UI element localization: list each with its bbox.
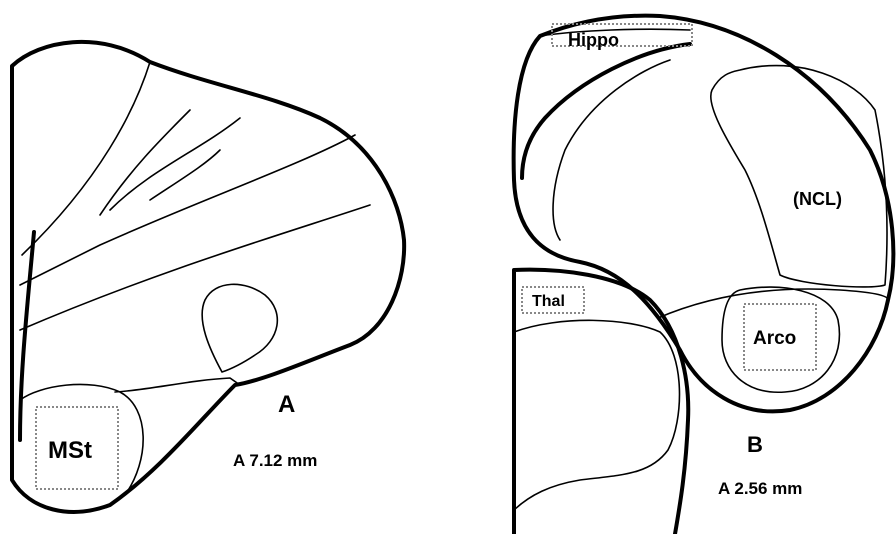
internal-arc	[553, 60, 670, 240]
lamina-line-3	[100, 110, 190, 215]
panel-a: MSt A A 7.12 mm	[12, 42, 404, 512]
panel-b-letter: B	[747, 432, 763, 457]
panel-a-letter: A	[278, 391, 295, 418]
lamina-line-1	[22, 62, 150, 255]
panel-b: Hippo (NCL) Thal Arco B A 2.56 mm	[514, 16, 894, 534]
lamina-line-2	[20, 135, 355, 285]
teardrop-region	[202, 284, 277, 372]
hippo-curve	[522, 44, 690, 178]
ncl-label: (NCL)	[793, 189, 842, 209]
ncl-region	[711, 66, 887, 287]
thal-label: Thal	[532, 293, 565, 310]
lamina-line-6	[20, 205, 370, 330]
lower-lamina	[115, 378, 240, 392]
panel-b-coordinate: A 2.56 mm	[718, 479, 802, 498]
lamina-line-5	[150, 150, 220, 200]
thal-inner-line	[514, 320, 679, 510]
lamina-line-4	[110, 118, 240, 210]
arco-label: Arco	[753, 328, 796, 349]
hippo-label: Hippo	[568, 30, 619, 50]
midline-stroke	[20, 232, 34, 440]
mst-label: MSt	[48, 437, 92, 464]
panel-a-coordinate: A 7.12 mm	[233, 451, 317, 470]
